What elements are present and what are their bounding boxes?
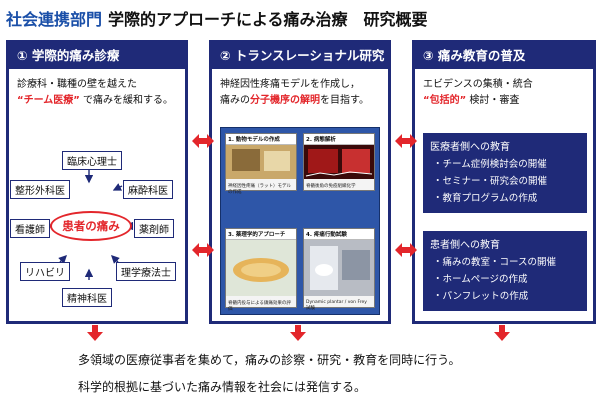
panel-note: 脊髄内投与による鎮痛効果の評価 (228, 301, 291, 312)
title-text: 学際的アプローチによる痛み治療 研究概要 (108, 10, 428, 29)
pharmacology-photo (226, 240, 296, 296)
desc-line2-rest: を目指す。 (320, 95, 369, 106)
column-heading-clinical: ① 学際的痛み診療 (9, 43, 185, 69)
column-education: ③ 痛み教育の普及 エビデンスの集積・統合 “包括的” 検討・審査 医療者側への… (412, 40, 596, 324)
research-poster: 1. 動物モデルの作成 神経因性疼痛（ラット）モデルの作成 2. 病態解析 脊髄… (220, 127, 380, 315)
molecular-mechanism-highlight: 分子機序の解明 (250, 95, 320, 106)
column-heading-translational: ② トランスレーショナル研究 (212, 43, 388, 69)
node-nurse: 看護師 (10, 219, 50, 238)
list-item: ・ホームページの作成 (433, 274, 528, 285)
list-item: ・チーム症例検討会の開催 (433, 159, 547, 170)
node-anesthesiologist: 麻酔科医 (123, 180, 173, 199)
column-desc-clinical: 診療科・職種の壁を越えた “チーム医療” で痛みを緩和する。 (9, 69, 185, 109)
desc-line2-rest: 検討・審査 (469, 95, 520, 106)
panel-caption: 4. 疼痛行動試験 (304, 229, 374, 240)
link-arrows (192, 134, 417, 257)
patient-pain-node: 患者の痛み (50, 211, 132, 241)
desc-line2-pre: 痛みの (220, 95, 250, 106)
desc-line1: 神経因性疼痛モデルを作成し， (220, 79, 360, 90)
desc-line2: 痛みの分子機序の解明を目指す。 (220, 93, 380, 109)
poster-panel-behavior-test: 4. 疼痛行動試験 Dynamic plantar / von Frey 試験 (303, 228, 375, 311)
animal-model-photo (226, 145, 296, 179)
desc-line2-rest: で痛みを緩和する。 (83, 95, 174, 106)
list-item: ・痛みの教室・コースの開催 (433, 257, 557, 268)
desc-line1: 診療科・職種の壁を越えた (17, 79, 137, 90)
summary-line2: 科学的根拠に基づいた痛み情報を社会には発信する。 (78, 380, 367, 394)
team-medicine-highlight: “チーム医療” (17, 95, 80, 106)
node-pharmacist: 薬剤師 (134, 219, 174, 238)
desc-line2: “包括的” 検討・審査 (423, 93, 585, 109)
column-desc-translational: 神経因性疼痛モデルを作成し， 痛みの分子機序の解明を目指す。 (212, 69, 388, 109)
behavior-test-photo (304, 240, 374, 296)
node-orthopedic-surgeon: 整形外科医 (10, 180, 70, 199)
group-title: 医療者側への教育 (430, 142, 510, 153)
poster-panel-pathology: 2. 病態解析 脊髄後角の免疫組織化学 (303, 133, 375, 191)
column-desc-education: エビデンスの集積・統合 “包括的” 検討・審査 (415, 69, 593, 109)
desc-line1: エビデンスの集積・統合 (423, 79, 533, 90)
down-arrows (87, 325, 510, 341)
node-rehabilitation: リハビリ (20, 262, 70, 281)
list-item: ・セミナー・研究会の開催 (433, 176, 548, 187)
pathology-image (304, 145, 374, 179)
poster-panel-pharmacology: 3. 薬理学的アプローチ 脊髄内投与による鎮痛効果の評価 (225, 228, 297, 312)
list-item: ・教育プログラムの作成 (433, 193, 538, 204)
desc-line2: “チーム医療” で痛みを緩和する。 (17, 93, 177, 109)
comprehensive-highlight: “包括的” (423, 95, 467, 106)
panel-note: Dynamic plantar / von Frey 試験 (306, 300, 367, 311)
education-group-medical: 医療者側への教育 ・チーム症例検討会の開催 ・セミナー・研究会の開催 ・教育プロ… (423, 133, 587, 213)
summary-line1: 多領域の医療従事者を集めて，痛みの診察・研究・教育を同時に行う。 (78, 353, 461, 367)
column-heading-education: ③ 痛み教育の普及 (415, 43, 593, 69)
column-translational: ② トランスレーショナル研究 神経因性疼痛モデルを作成し， 痛みの分子機序の解明… (209, 40, 391, 324)
panel-note: 神経因性疼痛（ラット）モデルの作成 (228, 184, 291, 195)
panel-caption: 3. 薬理学的アプローチ (226, 229, 296, 240)
list-item: ・パンフレットの作成 (433, 291, 529, 302)
panel-note: 脊髄後角の免疫組織化学 (306, 184, 356, 189)
panel-caption: 1. 動物モデルの作成 (226, 134, 296, 145)
node-clinical-psychologist: 臨床心理士 (62, 151, 122, 170)
node-physical-therapist: 理学療法士 (116, 262, 176, 281)
poster-panel-animal-model: 1. 動物モデルの作成 神経因性疼痛（ラット）モデルの作成 (225, 133, 297, 195)
department-name: 社会連携部門 (6, 10, 103, 29)
node-psychiatrist: 精神科医 (62, 288, 112, 307)
page-title: 社会連携部門学際的アプローチによる痛み治療 研究概要 (6, 6, 428, 30)
education-group-patient: 患者側への教育 ・痛みの教室・コースの開催 ・ホームページの作成 ・パンフレット… (423, 231, 587, 311)
panel-caption: 2. 病態解析 (304, 134, 374, 145)
group-title: 患者側への教育 (430, 240, 500, 251)
